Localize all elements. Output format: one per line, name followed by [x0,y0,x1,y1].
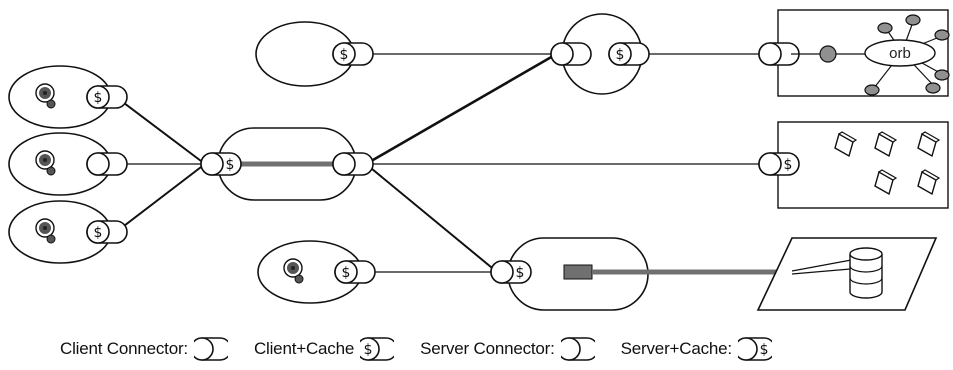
orb-label: orb [889,45,911,62]
orb-box: orb [758,9,950,97]
orb-ellipse [864,39,936,67]
top-client [255,21,374,87]
legend: Client Connector: Client+Cache Server Co… [60,334,772,364]
user-agent-2 [8,132,128,196]
legend-client-connector: Client Connector: [60,337,228,361]
server-connector-icon [550,42,592,66]
server-cache-connector-icon [758,152,800,176]
legend-client-cache: Client+Cache [253,337,395,361]
client-cache-connector-icon [332,42,374,66]
top-gateway [550,13,650,95]
user-agent-3 [8,200,128,264]
legend-server-cache-label: Server+Cache: [620,339,732,358]
document-repository [758,121,949,209]
user-agent-1 [8,65,128,129]
database-gateway [490,237,792,311]
client-cache-connector-icon [86,85,128,109]
proxy [200,127,374,201]
link-client3-proxy [115,163,206,233]
legend-server-cache: Server+Cache: [621,337,772,361]
client-connector-icon [86,152,128,176]
links [115,50,771,273]
link-proxy-db-gateway [365,163,498,273]
server-connector-icon [560,337,595,361]
orb-object-dots [864,14,950,96]
server-cache-connector-icon [737,337,772,361]
server-cache-connector-icon [490,260,532,284]
link-client1-proxy [115,96,206,165]
database-cylinder-icon [849,247,883,299]
legend-server-connector-label: Server Connector: [420,339,555,358]
legend-client-cache-label: Client+Cache [253,339,355,358]
client-cache-connector-icon [334,260,376,284]
client-cache-connector-icon [86,220,128,244]
orb-client-dot [819,45,837,63]
client-cache-connector-icon [360,337,395,361]
database-panel [756,237,938,311]
db-driver-block [563,264,593,280]
bottom-client [257,240,376,304]
legend-client-connector-label: Client Connector: [60,339,188,358]
server-cache-connector-icon [200,152,242,176]
client-cache-connector-icon [608,42,650,66]
client-connector-icon [193,337,228,361]
link-proxy-top-gateway [364,50,562,166]
legend-server-connector: Server Connector: [420,337,595,361]
client-connector-icon [332,152,374,176]
